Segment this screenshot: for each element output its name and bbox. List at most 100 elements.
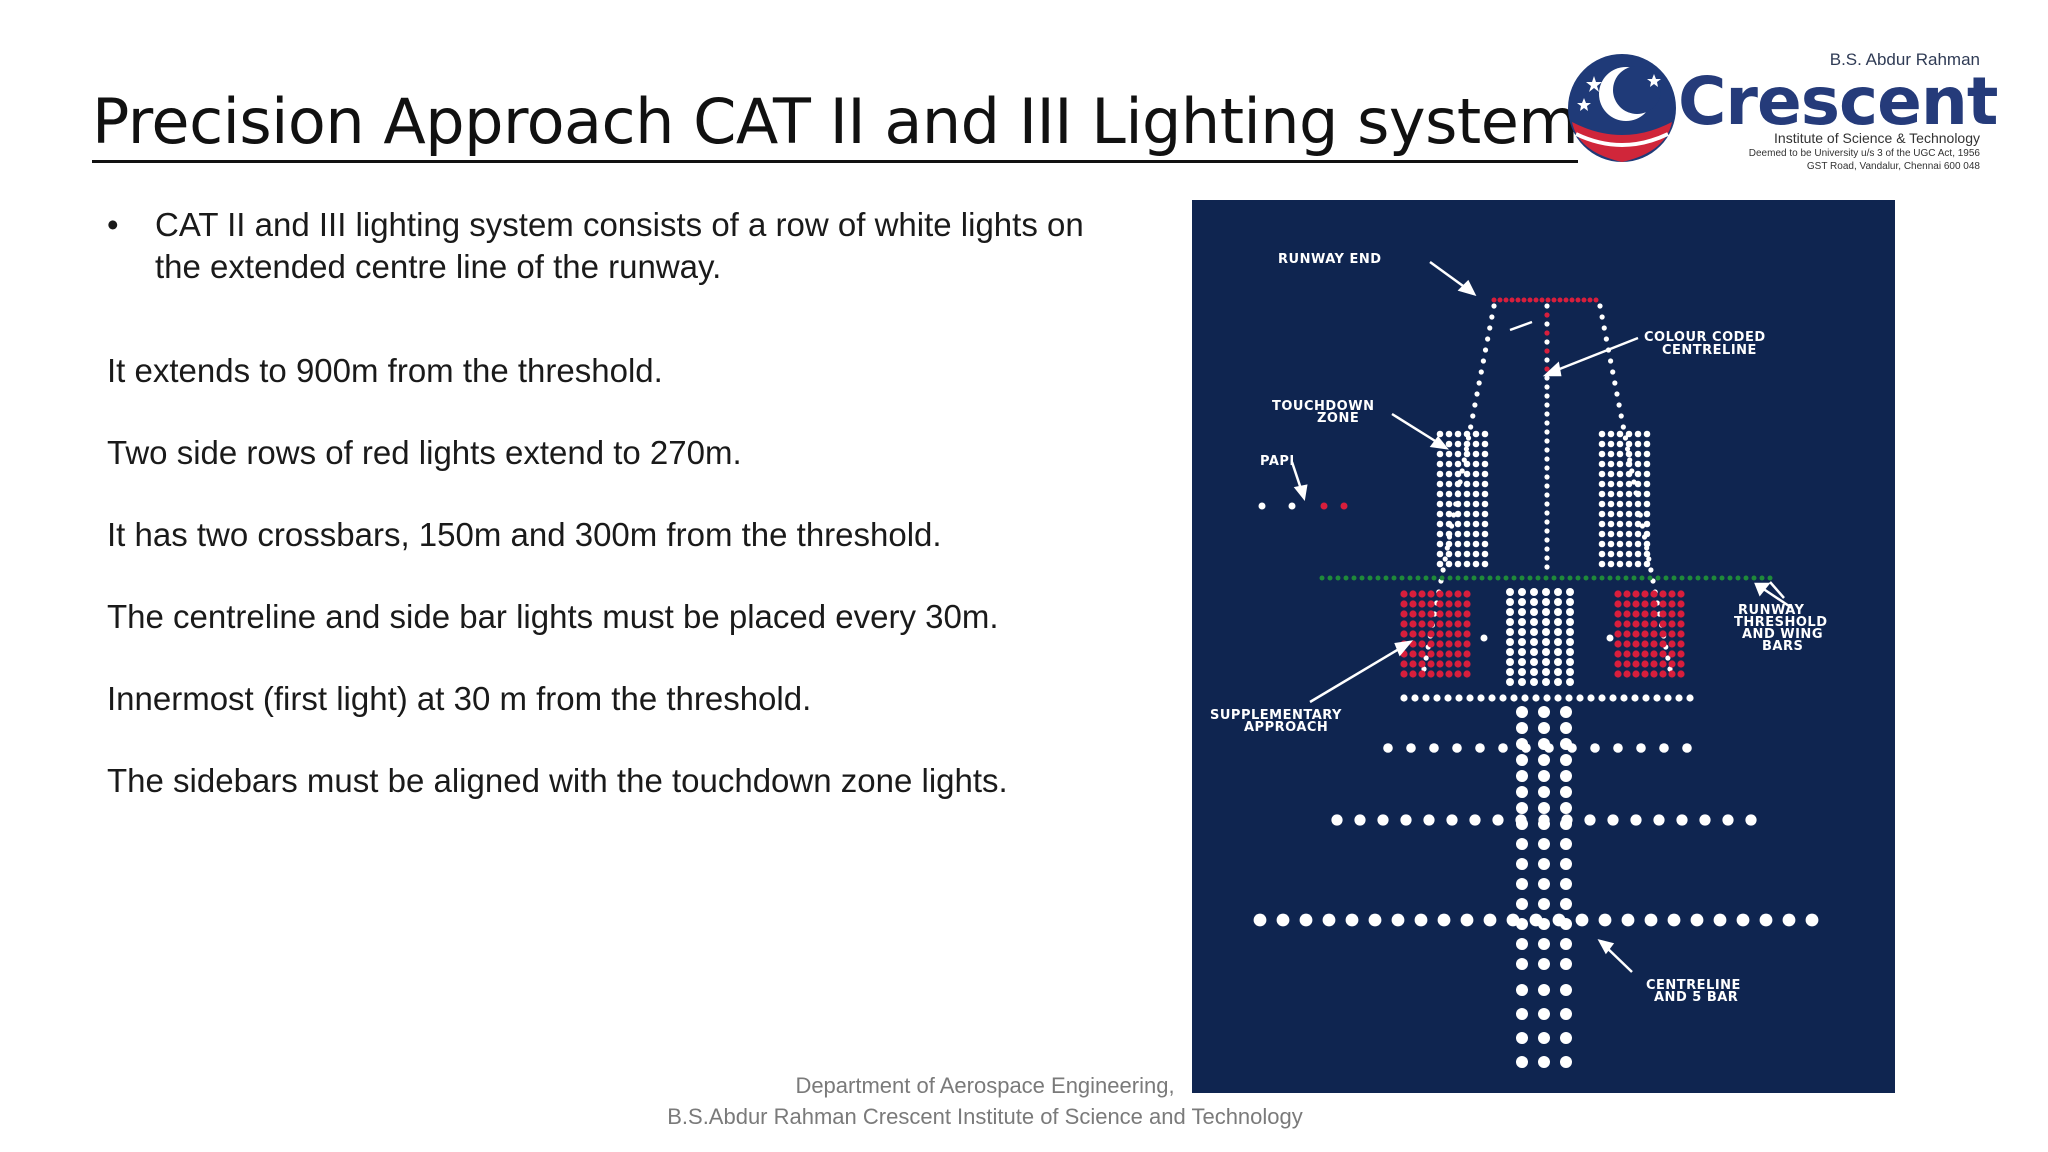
approach-centre-light: [1554, 678, 1562, 686]
approach-light: [1538, 770, 1550, 782]
approach-centre-light: [1530, 628, 1538, 636]
threshold-light: [1463, 575, 1469, 581]
side-row-light: [1418, 620, 1426, 628]
touchdown-zone-light: [1607, 440, 1615, 448]
side-row-light: [1463, 590, 1471, 598]
threshold-light: [1615, 575, 1621, 581]
threshold-light: [1735, 575, 1741, 581]
touchdown-zone-light: [1625, 470, 1633, 478]
side-row-light: [1445, 590, 1453, 598]
crossbar-light: [1598, 913, 1612, 927]
side-row-light: [1614, 590, 1622, 598]
touchdown-zone-light: [1481, 520, 1489, 528]
crossbar-light: [1414, 913, 1428, 927]
runway-edge-light: [1480, 358, 1486, 364]
crossbar-light: [1331, 814, 1343, 826]
diagram-labels: RUNWAY END COLOUR CODED CENTRELINE TOUCH…: [1210, 252, 1827, 1005]
side-row-light: [1418, 640, 1426, 648]
label-approach: APPROACH: [1244, 720, 1328, 735]
side-row-light: [1409, 610, 1417, 618]
touchdown-zone-light: [1436, 550, 1444, 558]
threshold-light: [1391, 575, 1397, 581]
papi-light: [1340, 502, 1348, 510]
side-row-light: [1427, 600, 1435, 608]
side-row-light: [1445, 650, 1453, 658]
crossbar-light: [1498, 743, 1508, 753]
touchdown-zone-light: [1634, 520, 1642, 528]
runway-edge-light: [1610, 369, 1616, 375]
side-row-light: [1641, 650, 1649, 658]
crossbar-light: [1575, 913, 1589, 927]
approach-centre-light: [1554, 638, 1562, 646]
threshold-light: [1503, 575, 1509, 581]
touchdown-zone-light: [1481, 480, 1489, 488]
approach-centre-light: [1542, 678, 1550, 686]
touchdown-zone-light: [1463, 560, 1471, 568]
approach-centre-light: [1542, 598, 1550, 606]
label-runway: RUNWAY: [1738, 603, 1805, 618]
touchdown-zone-light: [1481, 470, 1489, 478]
approach-centre-light: [1480, 634, 1488, 642]
threshold-light: [1479, 575, 1485, 581]
approach-centre-light: [1506, 648, 1514, 656]
approach-centre-light: [1566, 628, 1574, 636]
touchdown-zone-light: [1436, 560, 1444, 568]
diagram-arrows: [1290, 260, 1793, 973]
touchdown-zone-light: [1598, 560, 1606, 568]
runway-edge-light: [1646, 556, 1652, 562]
threshold-light: [1423, 575, 1429, 581]
approach-centre-light: [1506, 618, 1514, 626]
runway-edge-light: [1421, 666, 1427, 672]
side-row-light: [1427, 670, 1435, 678]
approach-centre-light: [1566, 678, 1574, 686]
approach-light: [1538, 858, 1550, 870]
side-row-light: [1668, 630, 1676, 638]
touchdown-zone-light: [1634, 530, 1642, 538]
wing-bar-light: [1521, 694, 1529, 702]
side-row-light: [1436, 630, 1444, 638]
crossbar-light: [1492, 814, 1504, 826]
side-row-light: [1400, 630, 1408, 638]
wing-bar-light: [1543, 694, 1551, 702]
touchdown-zone-light: [1607, 560, 1615, 568]
wing-bar-light: [1565, 694, 1573, 702]
crossbar-light: [1759, 913, 1773, 927]
touchdown-zone-light: [1625, 430, 1633, 438]
threshold-light: [1663, 575, 1669, 581]
crossbar-light: [1621, 913, 1635, 927]
touchdown-zone-light: [1643, 470, 1651, 478]
touchdown-zone-light: [1454, 490, 1462, 498]
approach-light: [1538, 984, 1550, 996]
threshold-light: [1695, 575, 1701, 581]
threshold-light: [1327, 575, 1333, 581]
side-row-light: [1623, 590, 1631, 598]
touchdown-zone-light: [1445, 560, 1453, 568]
side-row-light: [1445, 640, 1453, 648]
approach-centre-light: [1554, 628, 1562, 636]
approach-centre-light: [1554, 618, 1562, 626]
side-row-light: [1677, 650, 1685, 658]
runway-end-light: [1557, 297, 1563, 303]
crossbar-light: [1354, 814, 1366, 826]
approach-centre-light: [1566, 648, 1574, 656]
threshold-light: [1519, 575, 1525, 581]
touchdown-zone-light: [1598, 490, 1606, 498]
touchdown-zone-light: [1643, 430, 1651, 438]
threshold-light: [1471, 575, 1477, 581]
runway-edge-light: [1599, 314, 1605, 320]
approach-light: [1538, 722, 1550, 734]
side-row-light: [1677, 630, 1685, 638]
side-row-light: [1463, 660, 1471, 668]
runway-edge-light: [1459, 468, 1465, 474]
centreline-light: [1544, 429, 1550, 435]
approach-centre-light: [1518, 588, 1526, 596]
runway-end-light: [1593, 297, 1599, 303]
touchdown-zone-light: [1634, 470, 1642, 478]
side-row-light: [1463, 650, 1471, 658]
approach-centre-light: [1518, 598, 1526, 606]
approach-light: [1538, 1008, 1550, 1020]
approach-centre-light: [1554, 648, 1562, 656]
side-row-light: [1436, 640, 1444, 648]
touchdown-zone-light: [1625, 540, 1633, 548]
side-row-light: [1454, 620, 1462, 628]
